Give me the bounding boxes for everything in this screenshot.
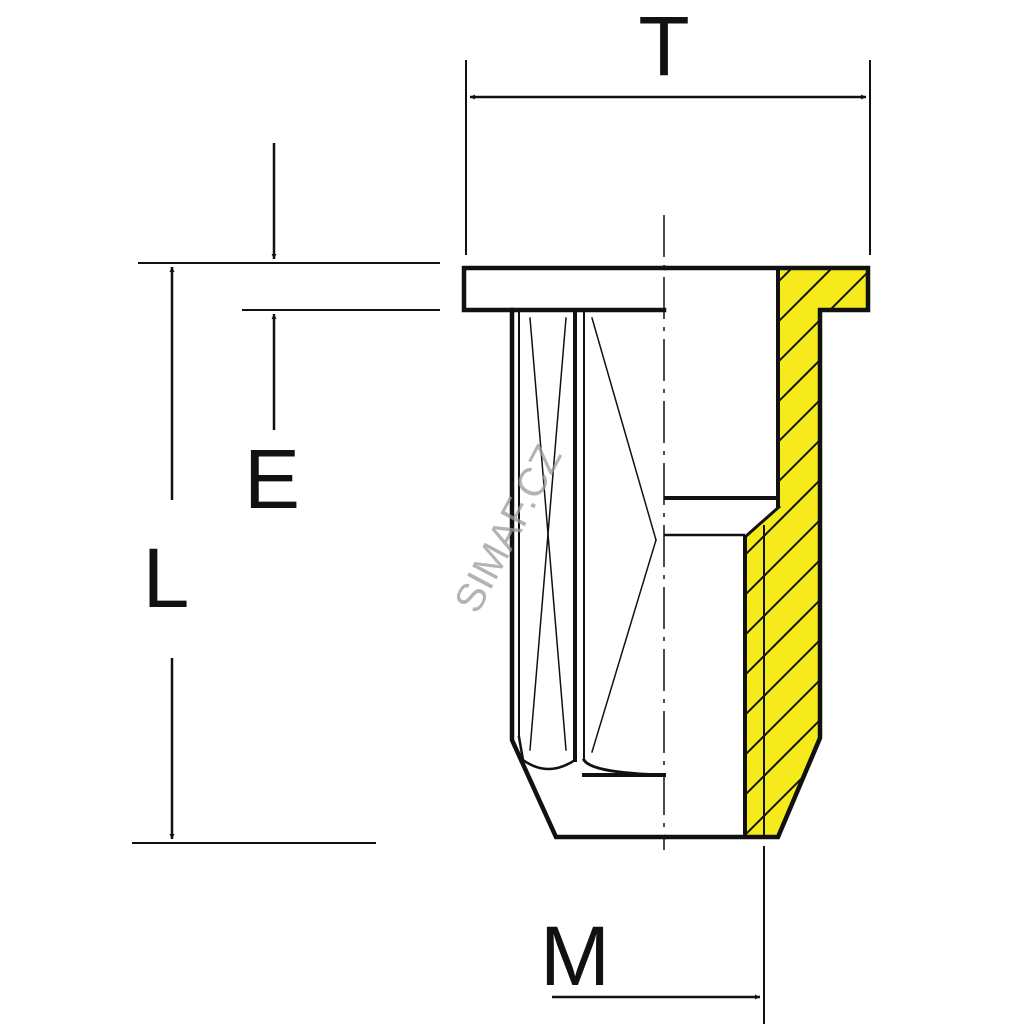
shoulder-chamfer: [744, 504, 781, 539]
rivet-nut-section-view: [664, 265, 871, 840]
watermark-text: SIMAF.CZ: [446, 438, 570, 620]
dimension-label-T: T: [638, 0, 689, 93]
hex-bottom-left: [517, 735, 577, 771]
rivet-nut-exterior-view: [461, 265, 667, 840]
section-outer-outline: [664, 265, 871, 840]
section-hatch-area: [745, 270, 868, 835]
dimension-M: [552, 846, 765, 1024]
dimension-label-L: L: [143, 531, 190, 625]
flange-outline: [461, 265, 667, 313]
dimension-L: [132, 262, 440, 844]
twist-line-4: [591, 539, 657, 753]
section-outline: [664, 265, 871, 840]
hex-bottom-right: [581, 757, 666, 777]
body-outline: [509, 307, 667, 840]
dimension-label-M: M: [540, 909, 610, 1003]
dimension-label-E: E: [244, 432, 300, 526]
twist-line-3: [591, 317, 657, 541]
dimension-T: [465, 60, 871, 255]
twist-line-2: [529, 317, 567, 751]
